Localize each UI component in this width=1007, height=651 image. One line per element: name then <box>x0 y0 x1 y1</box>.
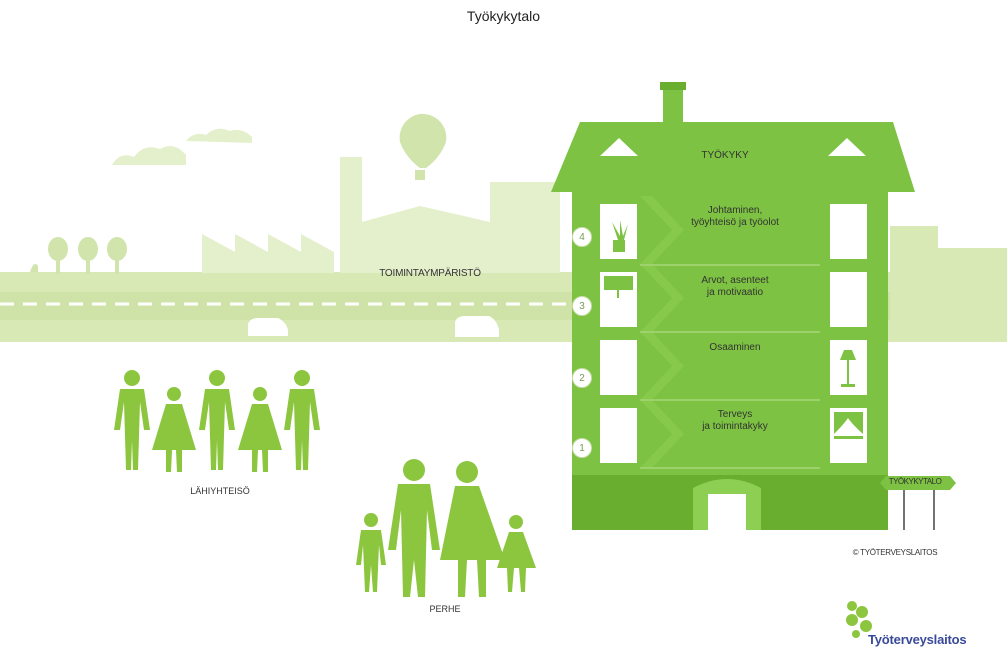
factory-icon <box>202 157 560 273</box>
community-people <box>114 370 320 472</box>
mother-icon <box>440 461 505 597</box>
floor-3-number: 3 <box>572 296 592 316</box>
roller-blind-icon <box>604 276 633 298</box>
person-icon <box>238 387 282 472</box>
floor-2-number: 2 <box>572 368 592 388</box>
father-icon <box>388 459 440 597</box>
floor-4-label: Johtaminen, työyhteisö ja työolot <box>691 205 779 228</box>
tyoterveyslaitos-logo-icon <box>846 601 872 638</box>
van-icon <box>248 316 499 337</box>
logo-text: Työterveyslaitos <box>868 632 967 647</box>
lamp-icon <box>840 350 856 387</box>
person-icon <box>152 387 196 472</box>
plant-icon <box>612 220 628 252</box>
floor-2-label: Osaaminen <box>709 342 761 353</box>
floor-1-label: Terveys ja toimintakyky <box>702 409 768 432</box>
person-icon <box>114 370 150 470</box>
house-name-sign <box>880 476 956 530</box>
person-icon <box>199 370 235 470</box>
attic-window-right <box>828 138 866 156</box>
floor-4-number: 4 <box>572 227 592 247</box>
family-people <box>356 459 536 597</box>
community-label: LÄHIYHTEISÖ <box>190 486 250 496</box>
chimney <box>663 84 683 128</box>
floor-1-number: 1 <box>572 438 592 458</box>
house-roof <box>551 122 915 192</box>
background-building <box>890 226 1007 342</box>
sign-label: TYÖKYKYTALO <box>888 477 942 486</box>
curtains-icon <box>834 412 863 439</box>
diagram-title: Työkykytalo <box>466 8 541 24</box>
hot-air-balloon-icon <box>399 113 447 180</box>
tyokykytalo-house <box>551 82 915 530</box>
child-icon <box>497 515 536 592</box>
attic-window-left <box>600 138 638 156</box>
floor-3-label: Arvot, asenteet ja motivaatio <box>701 275 769 298</box>
cloud-icon <box>186 128 252 143</box>
person-icon <box>284 370 320 470</box>
cloud-icon <box>112 146 186 165</box>
tree-icon <box>30 237 127 274</box>
copyright-text: © TYÖTERVEYSLAITOS <box>852 548 938 557</box>
child-icon <box>356 513 386 592</box>
environment-label: TOIMINTAYMPÄRISTÖ <box>379 268 481 279</box>
family-label: PERHE <box>429 604 461 614</box>
roof-label: TYÖKYKY <box>701 150 749 161</box>
